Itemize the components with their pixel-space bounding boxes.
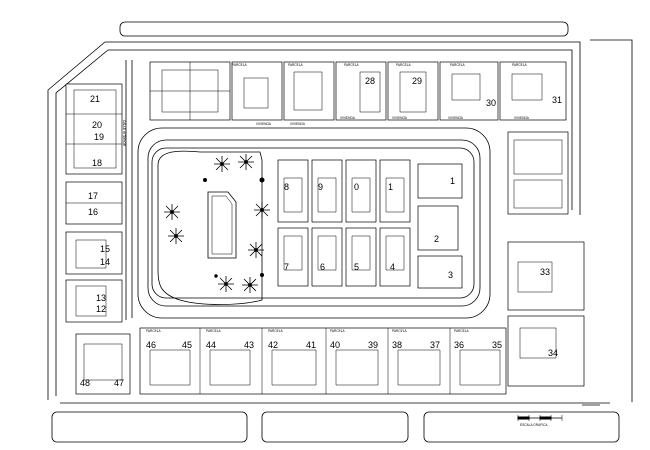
lot-number: 42 bbox=[268, 340, 278, 350]
parcel-label: PARCELA bbox=[396, 63, 412, 67]
lot-number: 28 bbox=[365, 76, 375, 86]
lot-number: 1 bbox=[450, 176, 455, 186]
garden-area bbox=[157, 150, 263, 305]
lot-number: 45 bbox=[182, 340, 192, 350]
lot-number: 40 bbox=[330, 340, 340, 350]
lot-number: 19 bbox=[94, 132, 104, 142]
lot-number: 38 bbox=[392, 340, 402, 350]
house-label: VIVIENDA bbox=[256, 122, 272, 126]
lot-number: 33 bbox=[540, 267, 550, 277]
parcel-label: PARCELA bbox=[268, 329, 284, 333]
lot-number: 13 bbox=[96, 293, 106, 303]
palm-icon bbox=[164, 204, 180, 220]
south-parcel-labels: PARCELA PARCELA PARCELA PARCELA PARCELA … bbox=[146, 329, 470, 333]
house-label: VIVIENDA bbox=[340, 116, 356, 120]
lot-number: 20 bbox=[92, 120, 102, 130]
house-label: VIVIENDA bbox=[290, 122, 306, 126]
lot-number: 1 bbox=[388, 182, 393, 192]
lot-number: 30 bbox=[486, 98, 496, 108]
palm-icon bbox=[248, 242, 264, 258]
palm-trees bbox=[164, 154, 270, 293]
lot-number: 31 bbox=[552, 95, 562, 105]
parcel-label: PARCELA bbox=[512, 63, 528, 67]
parcel-label: PARCELA bbox=[146, 329, 162, 333]
parcel-label: PARCELA bbox=[392, 329, 408, 333]
parcel-label: PARCELA bbox=[330, 329, 346, 333]
lot-number: 15 bbox=[100, 244, 110, 254]
lot-number: 34 bbox=[548, 348, 558, 358]
central-ring bbox=[137, 127, 491, 319]
lot-number: 0 bbox=[354, 182, 359, 192]
parcel-label: PARCELA bbox=[288, 63, 304, 67]
center-houses bbox=[277, 159, 463, 289]
lot-number: 6 bbox=[320, 262, 325, 272]
west-block bbox=[65, 83, 123, 323]
parcel-label: PARCELA bbox=[206, 329, 222, 333]
lot-number: 46 bbox=[146, 340, 156, 350]
lot-number: 48 bbox=[80, 378, 90, 388]
house-label: VIVIENDA bbox=[392, 116, 408, 120]
lot-number: 3 bbox=[448, 270, 453, 280]
scale-bar: ESCALA GRAFICA bbox=[517, 415, 563, 427]
parcel-label: PARCELA bbox=[232, 63, 248, 67]
north-block bbox=[149, 61, 567, 121]
street-label: CALLE INTERIOR bbox=[122, 120, 126, 147]
parcel-label: PARCELA bbox=[344, 63, 360, 67]
lot-number: 2 bbox=[434, 234, 439, 244]
lot-number: 7 bbox=[284, 262, 289, 272]
parcel-label: PARCELA bbox=[450, 63, 466, 67]
palm-icon bbox=[218, 276, 234, 292]
lot-number: 43 bbox=[244, 340, 254, 350]
lot-number: 14 bbox=[100, 257, 110, 267]
palm-icon bbox=[242, 277, 258, 293]
lot-number: 36 bbox=[454, 340, 464, 350]
lot-number: 16 bbox=[88, 207, 98, 217]
house-label: VIVIENDA bbox=[514, 116, 530, 120]
south-row bbox=[75, 327, 507, 395]
palm-icon bbox=[254, 202, 270, 218]
lot-number: 29 bbox=[412, 76, 422, 86]
palm-icon bbox=[238, 154, 254, 170]
lot-number: 8 bbox=[284, 182, 289, 192]
east-block bbox=[507, 131, 585, 387]
lot-number: 37 bbox=[430, 340, 440, 350]
lot-number: 47 bbox=[114, 378, 124, 388]
lot-number: 44 bbox=[206, 340, 216, 350]
scale-label: ESCALA GRAFICA bbox=[520, 423, 548, 427]
palm-icon bbox=[214, 156, 230, 172]
lot-number: 4 bbox=[390, 262, 395, 272]
lot-number: 17 bbox=[88, 191, 98, 201]
lot-number: 18 bbox=[92, 158, 102, 168]
lot-number: 39 bbox=[368, 340, 378, 350]
lot-number: 9 bbox=[318, 182, 323, 192]
lot-number: 21 bbox=[90, 94, 100, 104]
palm-icon bbox=[168, 228, 184, 244]
lot-number: 41 bbox=[306, 340, 316, 350]
lot-number: 5 bbox=[354, 262, 359, 272]
lot-number: 35 bbox=[492, 340, 502, 350]
lot-number: 12 bbox=[96, 304, 106, 314]
north-parcel-labels: PARCELA PARCELA PARCELA PARCELA PARCELA … bbox=[232, 63, 530, 126]
parcel-label: PARCELA bbox=[454, 329, 470, 333]
house-label: VIVIENDA bbox=[448, 116, 464, 120]
road-network bbox=[47, 21, 633, 443]
